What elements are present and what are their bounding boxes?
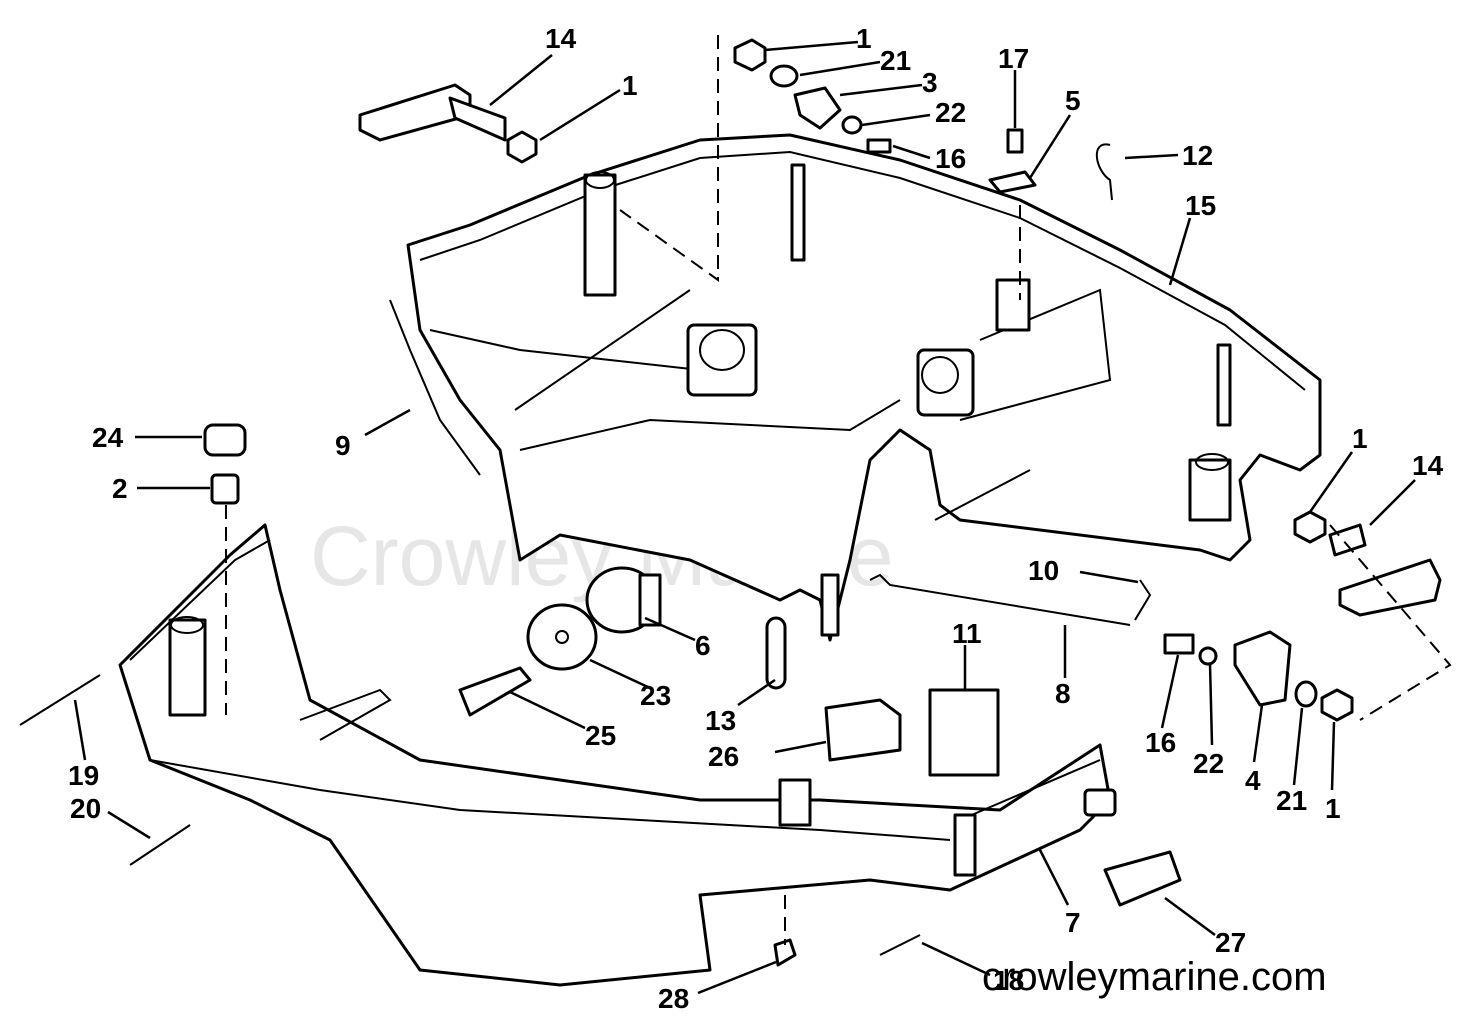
cable-9-drawing <box>389 299 481 476</box>
dashed-guide-left <box>619 35 719 282</box>
callout-label: 13 <box>705 705 736 736</box>
callout-label: 1 <box>856 23 872 54</box>
callout-label: 8 <box>1055 678 1071 709</box>
lower-cowl-drawing <box>118 523 1117 987</box>
callout-label: 22 <box>935 97 966 128</box>
callout-label: 7 <box>1065 907 1081 938</box>
callout-label: 18 <box>993 965 1024 996</box>
callout-label: 21 <box>880 45 911 76</box>
callout-label: 16 <box>1145 727 1176 758</box>
upper-cowl-drawing <box>406 133 1322 642</box>
callout-label: 28 <box>658 983 689 1014</box>
callout-label: 4 <box>1245 765 1261 796</box>
fasteners-drawing <box>19 38 1354 967</box>
rod-10-drawing <box>1134 579 1152 621</box>
callout-label: 1 <box>1352 423 1368 454</box>
callout-label: 15 <box>1185 190 1216 221</box>
callout-label: 27 <box>1215 927 1246 958</box>
callout-label: 21 <box>1276 785 1307 816</box>
callout-label: 3 <box>922 67 938 98</box>
rod-8-drawing <box>869 573 1131 626</box>
handle-left-drawing <box>358 83 507 142</box>
dashed-guide-right <box>1329 524 1452 721</box>
site-label: crowleymarine.com <box>982 955 1327 999</box>
callout-label: 23 <box>640 680 671 711</box>
callout-labels: 14 1 1 21 3 22 16 17 5 12 15 9 24 2 1 14… <box>68 23 1444 1014</box>
callout-label: 11 <box>952 618 982 649</box>
leader-lines <box>73 40 1416 995</box>
callout-label: 14 <box>1412 450 1444 481</box>
callout-label: 14 <box>545 23 577 54</box>
callout-label: 1 <box>622 70 638 101</box>
callout-label: 19 <box>68 760 99 791</box>
callout-label: 12 <box>1182 140 1213 171</box>
callout-label: 25 <box>585 720 616 751</box>
callout-label: 26 <box>708 741 739 772</box>
callout-label: 1 <box>1325 793 1341 824</box>
callout-label: 20 <box>70 793 101 824</box>
callout-label: 22 <box>1193 748 1224 779</box>
callout-label: 17 <box>998 43 1029 74</box>
callout-label: 24 <box>92 422 124 453</box>
callout-label: 16 <box>935 143 966 174</box>
callout-label: 9 <box>335 430 351 461</box>
callout-label: 10 <box>1028 555 1059 586</box>
callout-label: 6 <box>695 630 711 661</box>
handle-right-drawing <box>1328 523 1442 617</box>
callout-label: 5 <box>1065 85 1081 116</box>
callout-label: 2 <box>112 473 128 504</box>
